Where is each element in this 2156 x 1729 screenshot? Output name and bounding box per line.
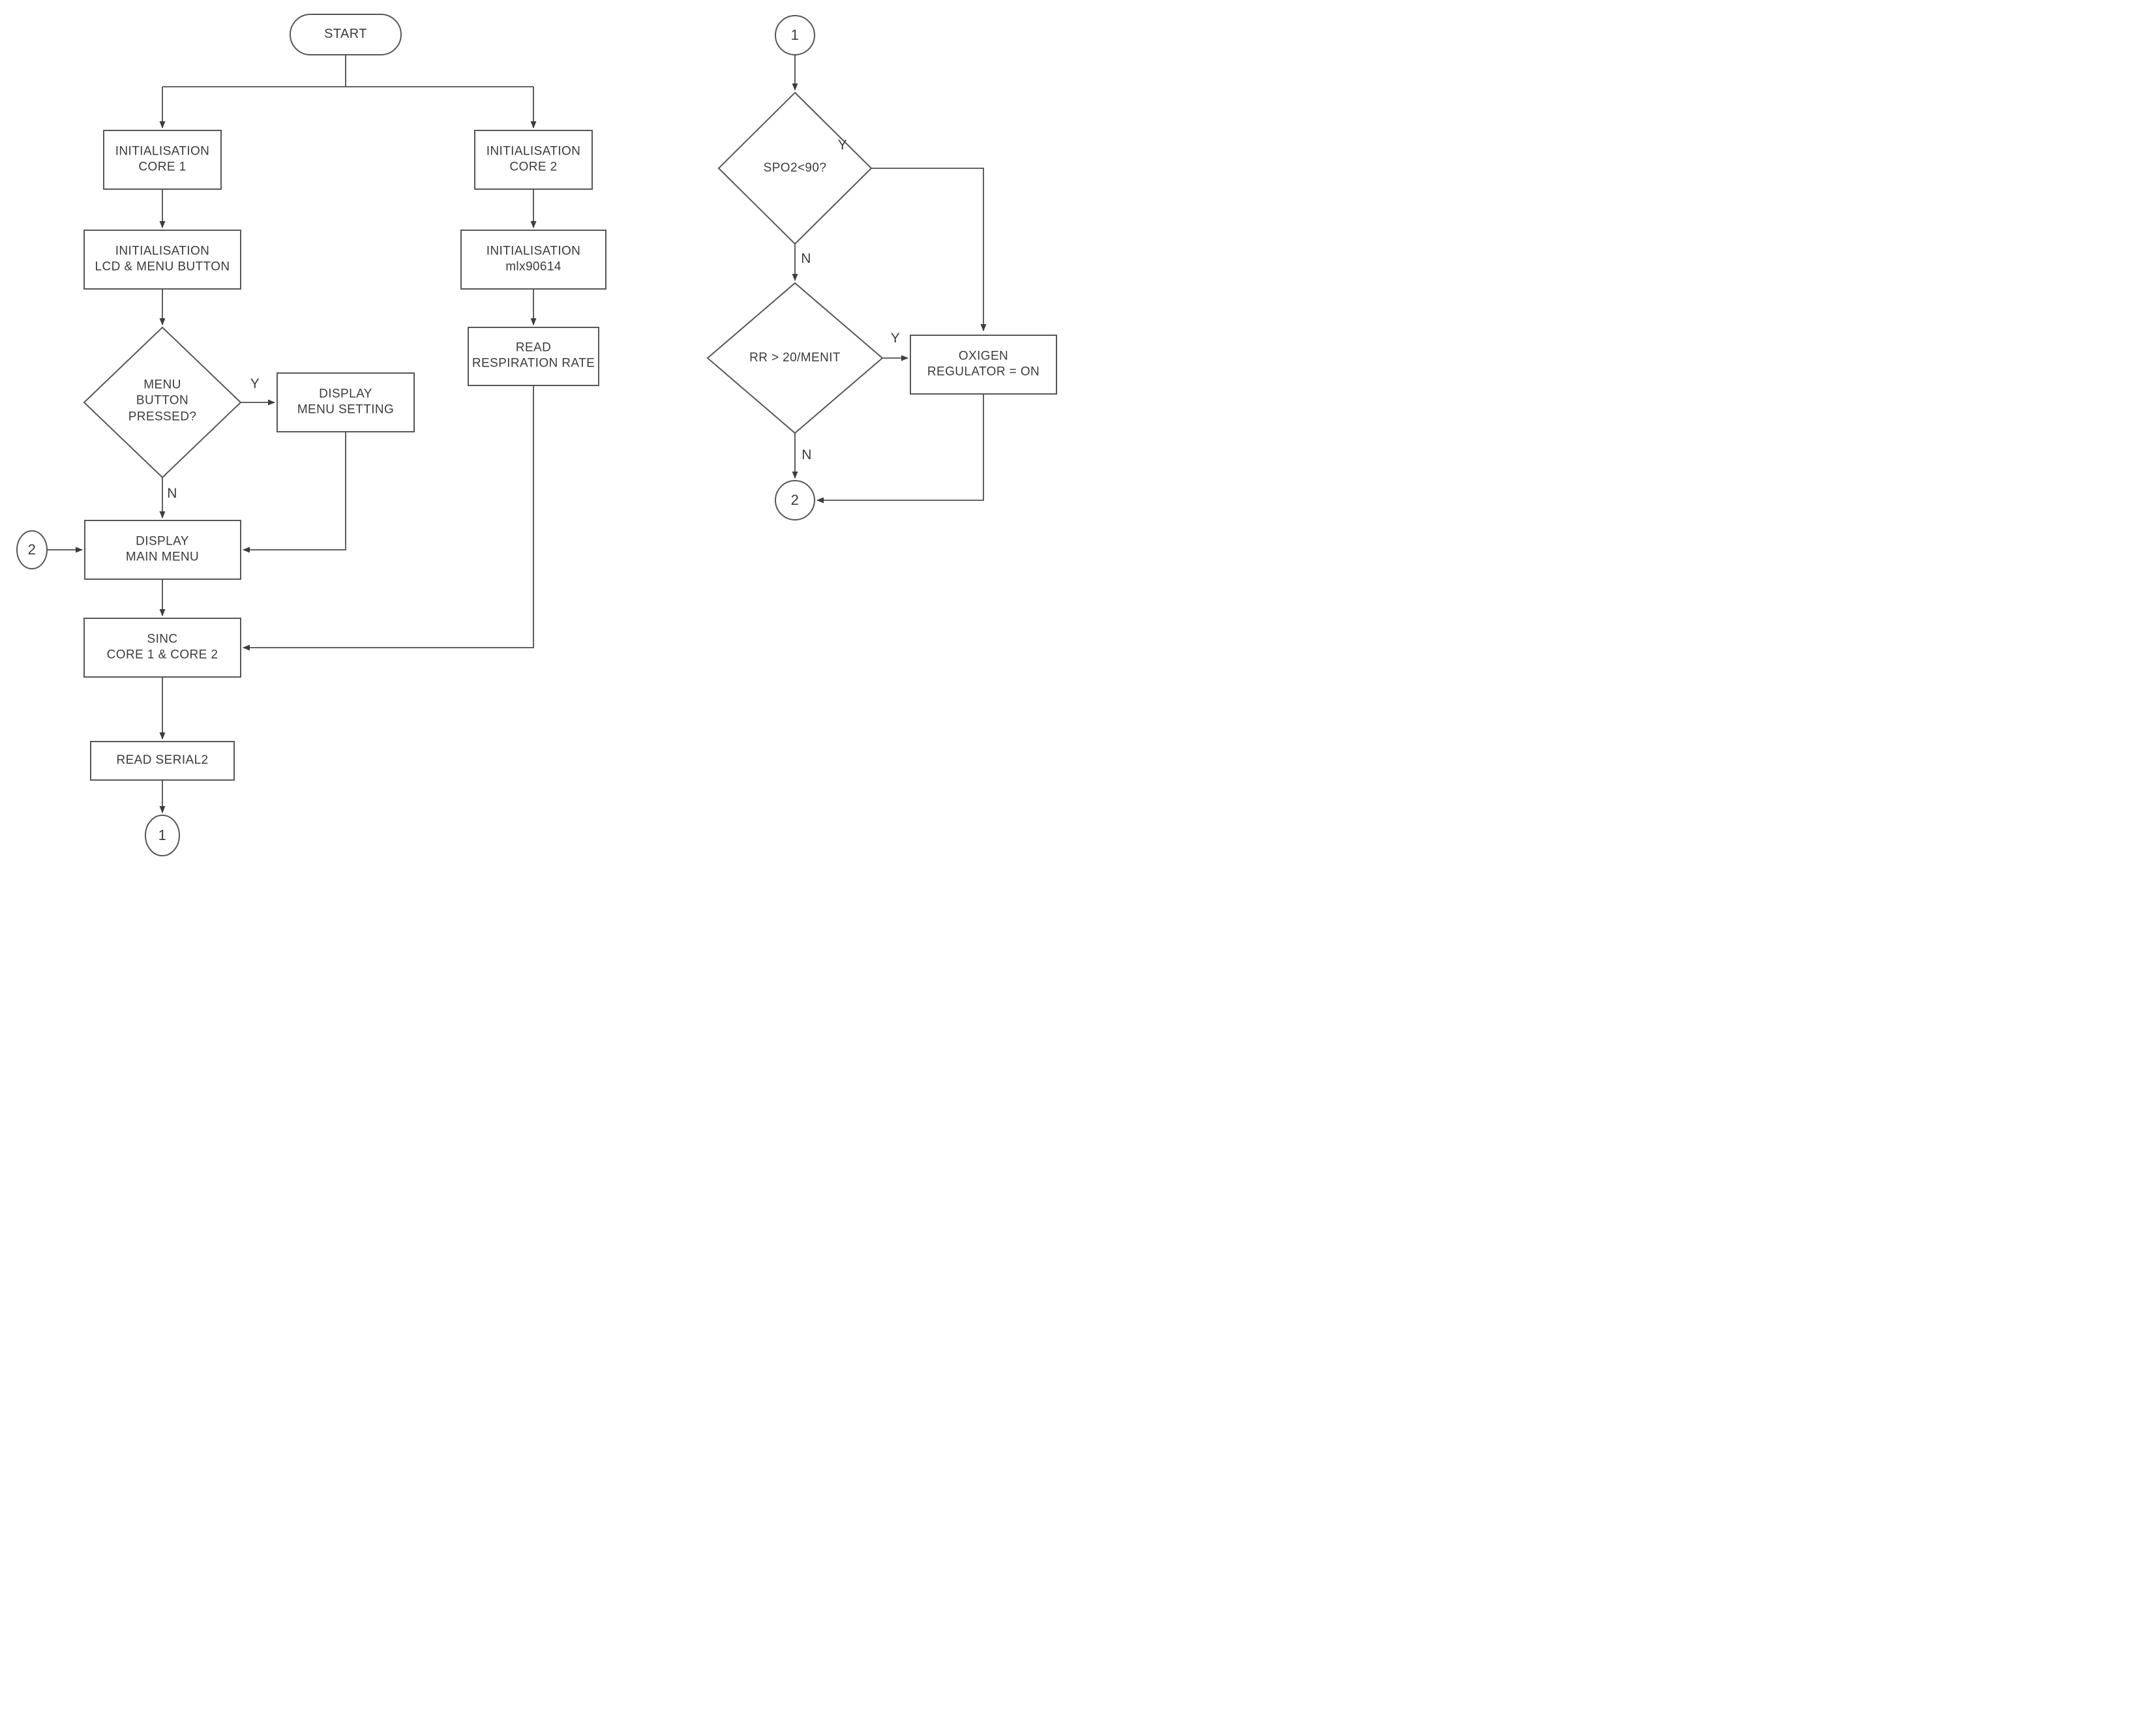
edge-oxigen-to-connector2 (816, 394, 984, 504)
menu-pressed-diamond-shape (83, 326, 242, 479)
edge-label-yes-spo2: Y (837, 138, 848, 153)
connector-1-top-label: 1 (790, 26, 800, 43)
init-core1-line1: INITIALISATION (115, 144, 210, 158)
sinc-line2: CORE 1 & CORE 2 (106, 648, 218, 662)
read-respiration-line2: RESPIRATION RATE (472, 357, 595, 370)
connector-1-bottom-circle-shape (145, 815, 180, 856)
edge-label-no-rr: N (801, 447, 812, 462)
init-lcd-box-shape (83, 230, 241, 290)
menu-pressed-line3: PRESSED? (128, 410, 197, 424)
flowchart-canvas: START INITIALISATION CORE 1 INITIALISATI… (0, 0, 1078, 865)
oxigen-line2: REGULATOR = ON (927, 365, 1040, 379)
menu-pressed-line2: BUTTON (136, 393, 189, 408)
oxigen-line1: OXIGEN (958, 349, 1009, 363)
start-label: START (324, 27, 367, 42)
display-main-menu-label: DISPLAY MAIN MENU (126, 534, 199, 566)
flowchart-shapes-and-connectors (16, 14, 1057, 856)
read-respiration-line1: READ (515, 340, 552, 355)
edge-menusetting-to-mainmenu (243, 432, 346, 553)
connector-2-end-circle-shape (775, 480, 815, 520)
menu-pressed-line1: MENU (143, 378, 181, 392)
edge-readresp-to-sinc (243, 385, 534, 651)
menu-pressed-label: MENU BUTTON PRESSED? (128, 378, 197, 425)
edge-label-yes-menu: Y (250, 376, 260, 391)
read-serial2-box-shape (90, 741, 235, 781)
init-lcd-label: INITIALISATION LCD & MENU BUTTON (95, 244, 230, 276)
init-core2-box-shape (474, 130, 593, 190)
init-core1-box-shape (103, 130, 222, 190)
display-menu-setting-box-shape (277, 372, 415, 432)
init-core2-line2: CORE 2 (509, 160, 558, 174)
edge-label-no-menu: N (167, 486, 177, 501)
init-core1-label: INITIALISATION CORE 1 (115, 144, 210, 176)
spo2-check-label: SPO2<90? (763, 160, 827, 175)
connector-1-top-circle-shape (775, 15, 815, 55)
edge-label-yes-rr: Y (890, 331, 901, 346)
display-menu-setting-label: DISPLAY MENU SETTING (297, 387, 394, 419)
sinc-box-shape (83, 618, 241, 678)
sinc-line1: SINC (147, 632, 178, 646)
init-lcd-line1: INITIALISATION (115, 244, 210, 258)
oxigen-label: OXIGEN REGULATOR = ON (927, 349, 1040, 381)
edge-label-no-spo2: N (801, 251, 811, 266)
init-lcd-line2: LCD & MENU BUTTON (95, 260, 230, 274)
init-mlx-line2: mlx90614 (505, 260, 561, 274)
rr-diamond-shape (706, 282, 884, 434)
display-menu-setting-line2: MENU SETTING (297, 403, 395, 417)
connector-2-end-label: 2 (790, 491, 800, 508)
display-menu-setting-line1: DISPLAY (319, 387, 372, 401)
edge-spo2-yes-to-oxigen (871, 168, 987, 331)
oxigen-box-shape (910, 335, 1057, 395)
init-core2-line1: INITIALISATION (486, 144, 581, 158)
init-mlx-box-shape (460, 230, 606, 290)
connector-lines (47, 55, 987, 813)
rr-check-label: RR > 20/MENIT (749, 350, 841, 365)
display-main-menu-line2: MAIN MENU (125, 550, 200, 564)
read-respiration-box-shape (468, 327, 599, 386)
read-respiration-label: READ RESPIRATION RATE (472, 340, 595, 372)
connector-1-bottom-label: 1 (158, 826, 167, 843)
init-core2-label: INITIALISATION CORE 2 (487, 144, 581, 176)
start-terminator-shape (290, 14, 402, 55)
init-core1-line2: CORE 1 (138, 160, 187, 174)
init-mlx-label: INITIALISATION mlx90614 (487, 244, 581, 276)
connector-2-left-circle-shape (16, 530, 48, 569)
init-mlx-line1: INITIALISATION (486, 244, 581, 258)
display-main-menu-line1: DISPLAY (136, 534, 189, 549)
sinc-label: SINC CORE 1 & CORE 2 (107, 632, 218, 664)
connector-2-left-label: 2 (27, 541, 37, 558)
spo2-diamond-shape (717, 91, 873, 245)
display-main-menu-box-shape (84, 520, 241, 580)
read-serial2-label: READ SERIAL2 (116, 753, 209, 767)
